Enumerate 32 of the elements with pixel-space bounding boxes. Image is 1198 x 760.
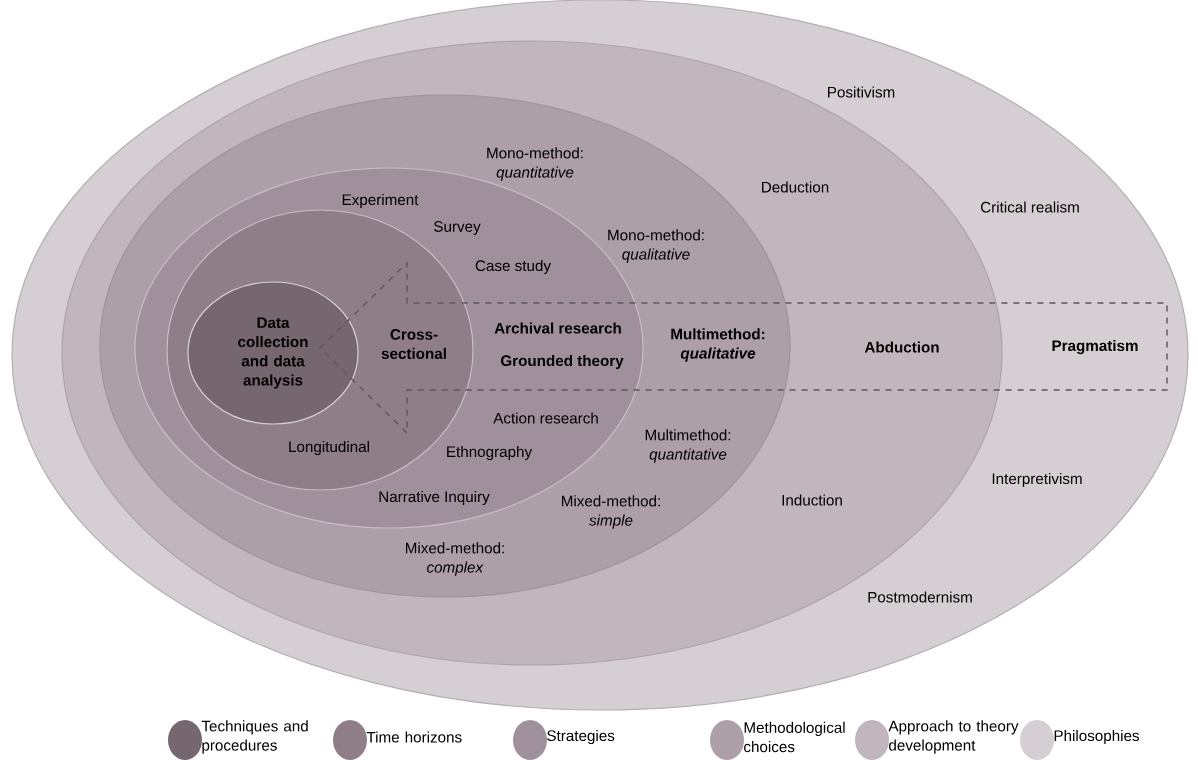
layer-label: Interpretivism [992, 472, 1082, 488]
layer-label: Cross-sectional [381, 329, 446, 359]
layer-label: Data collection and data analysis [238, 317, 308, 389]
layer-label: Action research [493, 412, 598, 424]
legend-label: Approach to theory development [888, 720, 1019, 754]
legend-label: Strategies [547, 729, 615, 745]
layer-label: Multimethod: quantitative [645, 429, 731, 463]
layer-label: Survey [434, 221, 481, 235]
layer-label: Grounded theory [501, 354, 624, 370]
layer-label: Abduction [864, 341, 939, 353]
layer-label: Archival research [494, 322, 621, 334]
legend-label: Methodological choices [744, 721, 845, 753]
layer-label: Experiment [342, 193, 419, 209]
layer-label: Mono-method: qualitative [608, 229, 704, 263]
layer-label: Postmodernism [868, 591, 972, 603]
layer-label: Mixed-method: complex [406, 542, 504, 576]
layer-label: Pragmatism [1052, 339, 1138, 355]
layer-ellipse [187, 281, 359, 425]
legend-label: Techniques and procedures [201, 720, 308, 754]
layer-label: Case study [475, 259, 551, 275]
layer-label: Induction [782, 494, 842, 506]
layer-label: Narrative Inquiry [379, 490, 490, 506]
legend-label: Philosophies [1054, 729, 1140, 745]
layer-label: Longitudinal [289, 440, 369, 456]
layer-label: Critical realism [980, 201, 1079, 213]
layer-label: Multimethod: qualitative [671, 328, 765, 362]
layer-label: Deduction [762, 181, 829, 193]
layer-label: Positivism [828, 86, 895, 98]
legend-label: Time horizons [366, 731, 462, 743]
layer-label: Mono-method: quantitative [487, 147, 583, 181]
layer-label: Mixed-method: simple [562, 495, 660, 529]
layer-label: Ethnography [447, 445, 533, 461]
